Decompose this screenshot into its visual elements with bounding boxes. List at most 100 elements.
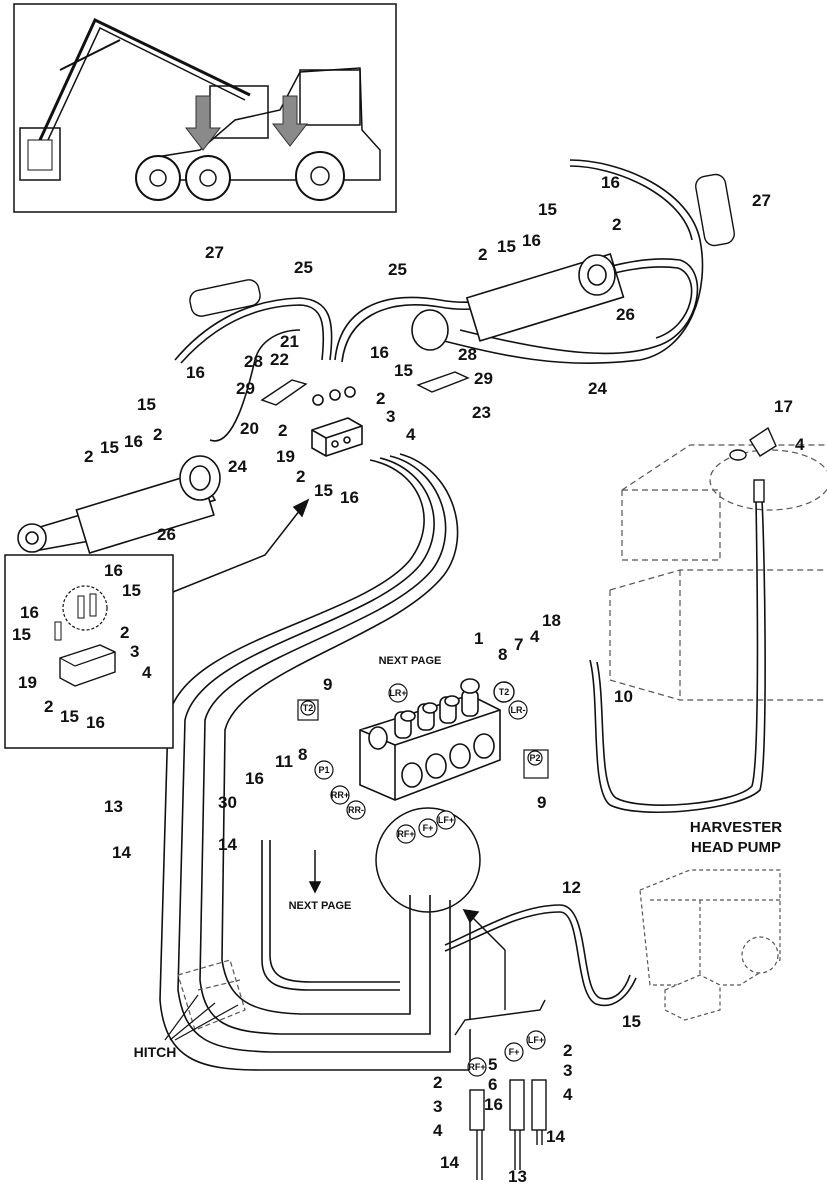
hose-lines [159, 159, 766, 1071]
callout-24: 24 [228, 457, 247, 476]
next-page-label-bottom: NEXT PAGE [289, 900, 352, 912]
callout-26: 26 [157, 525, 176, 544]
callout-19: 19 [18, 673, 37, 692]
callout-9: 9 [323, 675, 332, 694]
hitch-leaders [164, 994, 239, 1041]
fitting-17 [729, 426, 777, 503]
port-badge-p1: P1 [314, 760, 334, 780]
callout-16: 16 [340, 488, 359, 507]
callout-4: 4 [795, 435, 805, 454]
callout-11: 11 [275, 752, 293, 771]
next-page-label-top: NEXT PAGE [379, 655, 442, 667]
engine-block-dashed [609, 444, 827, 701]
control-valve-1 [359, 678, 501, 801]
swivel-detail-inset [4, 554, 174, 749]
harvester-head-pump [639, 869, 781, 1021]
machine-overview-inset [13, 3, 397, 213]
port-badge-t2-left: T2 [297, 699, 319, 721]
callout-27: 27 [205, 243, 224, 262]
callout-13: 13 [508, 1167, 527, 1186]
callout-18: 18 [542, 611, 561, 630]
swivel-block-19 [311, 386, 363, 457]
svg-text:RR-: RR- [348, 805, 364, 815]
callout-2: 2 [44, 697, 53, 716]
callout-16: 16 [86, 713, 105, 732]
callout-2: 2 [296, 467, 305, 486]
callout-19: 19 [276, 447, 295, 466]
callout-16: 16 [601, 173, 620, 192]
callout-13: 13 [104, 797, 123, 816]
callout-2: 2 [478, 245, 487, 264]
callout-4: 4 [563, 1085, 573, 1104]
callout-4: 4 [530, 627, 540, 646]
port-badge-f-plus: F+ [418, 818, 438, 838]
callouts: 16 15 2 27 2 15 16 26 27 25 25 24 16 15 … [12, 173, 805, 1186]
svg-text:LR+: LR+ [389, 688, 406, 698]
callout-9: 9 [537, 793, 546, 812]
svg-text:RF+: RF+ [397, 829, 414, 839]
callout-3: 3 [130, 642, 139, 661]
callout-3: 3 [563, 1061, 572, 1080]
svg-text:LF+: LF+ [438, 815, 454, 825]
text-labels: HARVESTER HEAD PUMP NEXT PAGE NEXT PAGE … [134, 655, 783, 1060]
callout-16: 16 [370, 343, 389, 362]
svg-text:LR-: LR- [511, 705, 526, 715]
callout-2: 2 [84, 447, 93, 466]
pump-label-line2: HEAD PUMP [691, 839, 781, 856]
svg-text:T2: T2 [499, 687, 510, 697]
port-badge-lr-minus: LR- [508, 700, 528, 720]
callout-2: 2 [563, 1041, 572, 1060]
svg-text:P2: P2 [529, 753, 540, 763]
callout-29: 29 [236, 379, 255, 398]
port-detail-circle [375, 807, 481, 913]
callout-16: 16 [484, 1095, 503, 1114]
callout-17: 17 [774, 397, 793, 416]
right-cylinder-26 [411, 253, 625, 351]
callout-12: 12 [562, 878, 581, 897]
svg-text:RF+: RF+ [468, 1062, 485, 1072]
callout-2: 2 [612, 215, 621, 234]
port-badge-rf-plus: RF+ [396, 824, 416, 844]
port-badge-rr-plus: RR+ [330, 785, 350, 805]
callout-4: 4 [406, 425, 416, 444]
callout-14: 14 [440, 1153, 459, 1172]
callout-20: 20 [240, 419, 259, 438]
svg-text:F+: F+ [509, 1047, 520, 1057]
callout-5: 5 [488, 1055, 497, 1074]
callout-16: 16 [124, 432, 143, 451]
callout-4: 4 [142, 663, 152, 682]
leader-arrows [172, 498, 506, 951]
callout-28: 28 [244, 352, 263, 371]
hitch-region [177, 959, 246, 1031]
callout-16: 16 [186, 363, 205, 382]
callout-22: 22 [270, 350, 289, 369]
callout-16: 16 [522, 231, 541, 250]
port-badge-p2: P2 [523, 749, 549, 779]
callout-15: 15 [622, 1012, 641, 1031]
callout-27: 27 [752, 191, 771, 210]
callout-16: 16 [20, 603, 39, 622]
callout-15: 15 [314, 481, 333, 500]
callout-14: 14 [218, 835, 237, 854]
callout-2: 2 [120, 623, 129, 642]
callout-15: 15 [60, 707, 79, 726]
callout-2: 2 [376, 389, 385, 408]
callout-15: 15 [538, 200, 557, 219]
callout-15: 15 [137, 395, 156, 414]
callout-23: 23 [472, 403, 491, 422]
port-badge-lf-plus-bottom: LF+ [526, 1030, 546, 1050]
hose-end-detail [454, 950, 547, 1180]
callout-15: 15 [100, 438, 119, 457]
callout-24: 24 [588, 379, 607, 398]
callout-2: 2 [153, 425, 162, 444]
callout-4: 4 [433, 1121, 443, 1140]
callout-2: 2 [278, 421, 287, 440]
callout-3: 3 [386, 407, 395, 426]
callout-1: 1 [474, 629, 483, 648]
port-badge-f-plus-bottom: F+ [504, 1042, 524, 1062]
callout-16: 16 [245, 769, 264, 788]
port-badge-lr-plus: LR+ [388, 683, 408, 703]
callout-10: 10 [614, 687, 633, 706]
